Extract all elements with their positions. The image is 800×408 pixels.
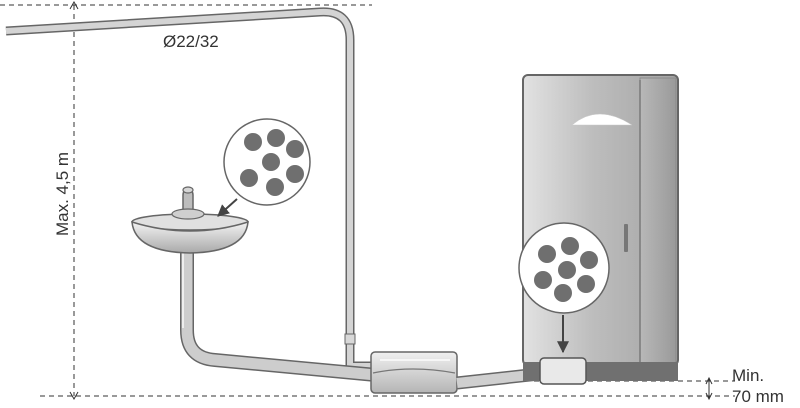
max-height-label: Max. 4,5 m [53,152,72,236]
pipe-diameter-label: Ø22/32 [163,32,219,51]
min-depth-label: Min. [732,366,764,385]
sink-drain-pipe [180,248,377,382]
cabinet-side-panel [639,77,677,364]
pump-box [370,351,458,394]
hose-clamp [344,333,356,345]
min-depth-value: 70 mm [732,387,784,406]
floor-drain-trap [539,357,587,385]
height-dimension-bottom-tick [69,391,79,401]
hole-pattern-icon [518,222,610,314]
hole-pattern-icon [223,118,311,206]
sink-basin [131,186,249,254]
faucet-base [171,208,205,220]
cabinet-highlight [571,113,633,126]
drain-hose [5,7,380,371]
dimension-lines [0,0,735,401]
appliance-cabinet [522,74,679,385]
min-dimension-bottom-tick [705,392,713,401]
door-handle [624,224,628,252]
down-arrow-icon [217,198,238,217]
min-dimension-top-tick [705,376,713,385]
height-dimension-top-tick [69,0,79,10]
